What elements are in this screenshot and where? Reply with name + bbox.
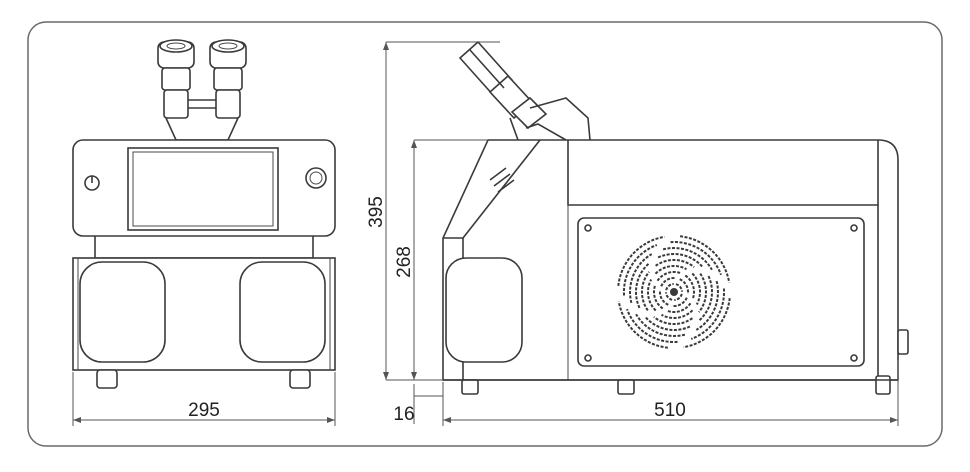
left-side-panel bbox=[79, 261, 166, 363]
body-height-label: 268 bbox=[394, 246, 415, 278]
touch-screen bbox=[127, 147, 279, 231]
total-height-label: 395 bbox=[366, 196, 387, 228]
side-lower-panel bbox=[445, 257, 523, 363]
right-side-panel bbox=[239, 261, 326, 363]
fan-grille-icon bbox=[617, 235, 731, 349]
rear-connector bbox=[897, 329, 909, 355]
side-eyepiece bbox=[458, 40, 591, 141]
knob-icon bbox=[305, 167, 327, 189]
depth-dimension: 510 bbox=[442, 360, 899, 426]
vent-panel bbox=[577, 217, 865, 367]
panel-screws bbox=[584, 224, 858, 362]
side-view: 395 268 16 510 bbox=[366, 40, 909, 426]
drawing-frame bbox=[27, 21, 943, 447]
side-foot-mid bbox=[617, 379, 635, 395]
side-handle-icon bbox=[489, 167, 515, 193]
binocular-eyepieces bbox=[157, 39, 247, 141]
side-foot-rear bbox=[875, 375, 891, 395]
foot-height-label: 16 bbox=[393, 404, 414, 425]
width-dimension: 295 bbox=[72, 372, 336, 426]
side-depth-label: 510 bbox=[654, 400, 686, 421]
side-foot-front bbox=[461, 379, 479, 395]
front-foot-left bbox=[96, 369, 118, 389]
front-foot-right bbox=[289, 369, 311, 389]
front-width-label: 295 bbox=[188, 400, 220, 421]
power-button-icon bbox=[84, 175, 100, 191]
height-dimensions: 395 268 16 bbox=[366, 41, 500, 425]
front-view: 295 bbox=[72, 39, 336, 426]
